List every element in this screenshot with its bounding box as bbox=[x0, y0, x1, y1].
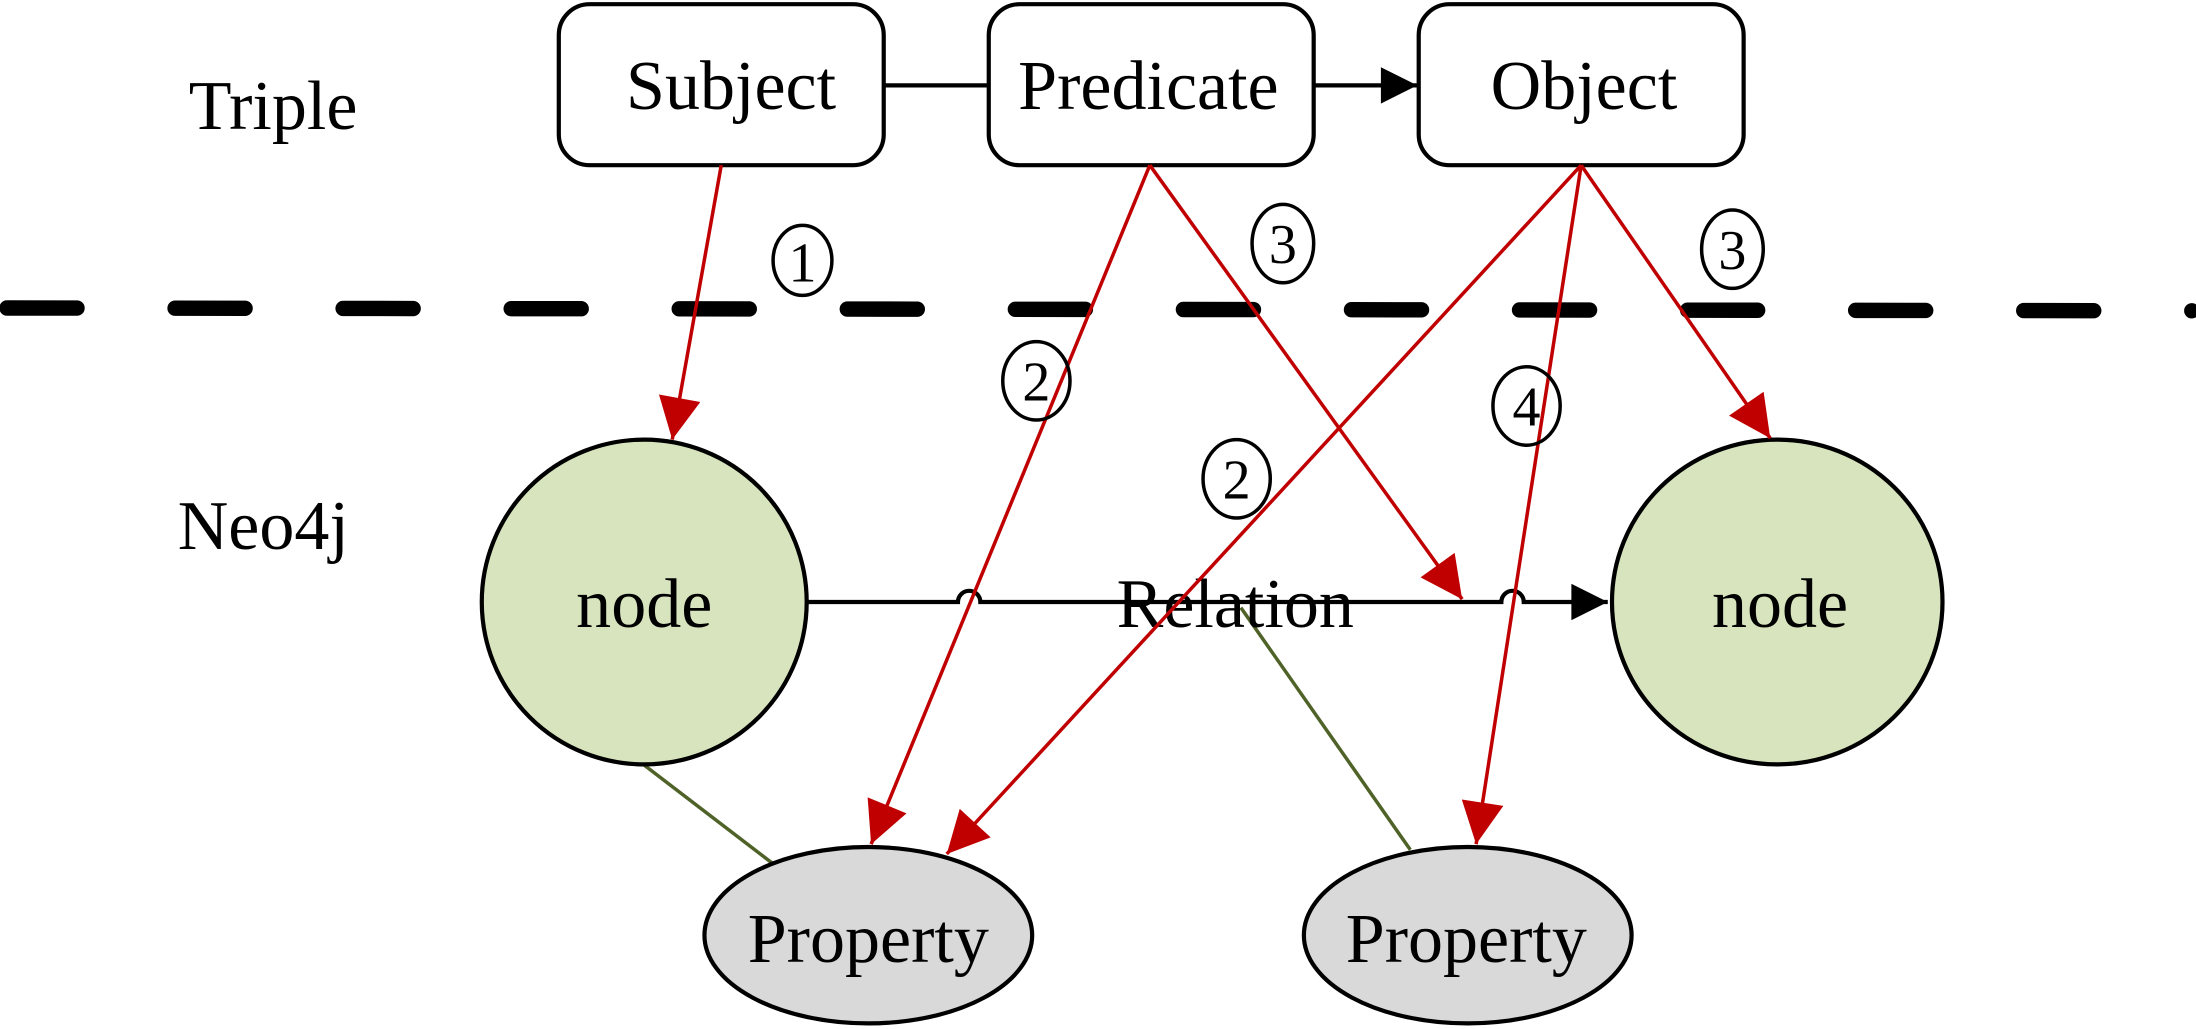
mapping-arrow-subject-node bbox=[658, 164, 723, 440]
neo4j-row-label: Neo4j bbox=[178, 488, 349, 565]
relation-edge: Relation bbox=[808, 566, 1608, 643]
relation-property-link bbox=[1239, 606, 1412, 851]
step-marker-3a bbox=[1250, 202, 1316, 285]
subject-box: Subject bbox=[556, 2, 886, 168]
step-marker-4 bbox=[1491, 365, 1562, 447]
step-1-text: 1 bbox=[788, 232, 816, 294]
mapping-arrow-object-property-right bbox=[1461, 164, 1583, 845]
node-right-label: node bbox=[1712, 566, 1848, 643]
node-property-link bbox=[640, 761, 775, 866]
relation-label: Relation bbox=[1117, 566, 1354, 643]
object-box: Object bbox=[1416, 2, 1746, 168]
mapping-arrow-object-property-left bbox=[945, 164, 1583, 856]
property-left: Property bbox=[702, 844, 1035, 1026]
mapping-arrow-predicate-relation bbox=[1148, 164, 1464, 601]
mapping-arrow-object-node bbox=[1579, 164, 1772, 440]
step-marker-3b bbox=[1699, 208, 1765, 291]
node-left: node bbox=[479, 437, 809, 767]
step-4-text: 4 bbox=[1513, 377, 1541, 439]
step-2b-text: 2 bbox=[1223, 449, 1251, 511]
property-right: Property bbox=[1301, 844, 1634, 1026]
triple-row-label: Triple bbox=[189, 68, 358, 145]
node-left-label: node bbox=[576, 566, 712, 643]
step-2a-text: 2 bbox=[1022, 351, 1050, 413]
predicate-box: Predicate bbox=[986, 2, 1316, 168]
property-left-label: Property bbox=[748, 901, 989, 978]
subject-label: Subject bbox=[626, 48, 837, 125]
step-3a-text: 3 bbox=[1269, 214, 1297, 276]
layer-separator bbox=[0, 300, 2196, 319]
predicate-label: Predicate bbox=[1018, 48, 1278, 125]
mapping-arrow-predicate-property bbox=[867, 164, 1152, 845]
property-right-label: Property bbox=[1346, 901, 1587, 978]
step-marker-2a bbox=[1001, 339, 1072, 422]
step-marker-1: 1 bbox=[771, 223, 834, 298]
object-label: Object bbox=[1491, 48, 1678, 125]
node-right: node bbox=[1609, 437, 1945, 767]
step-marker-2b bbox=[1201, 437, 1273, 520]
step-3b-text: 3 bbox=[1718, 220, 1746, 282]
